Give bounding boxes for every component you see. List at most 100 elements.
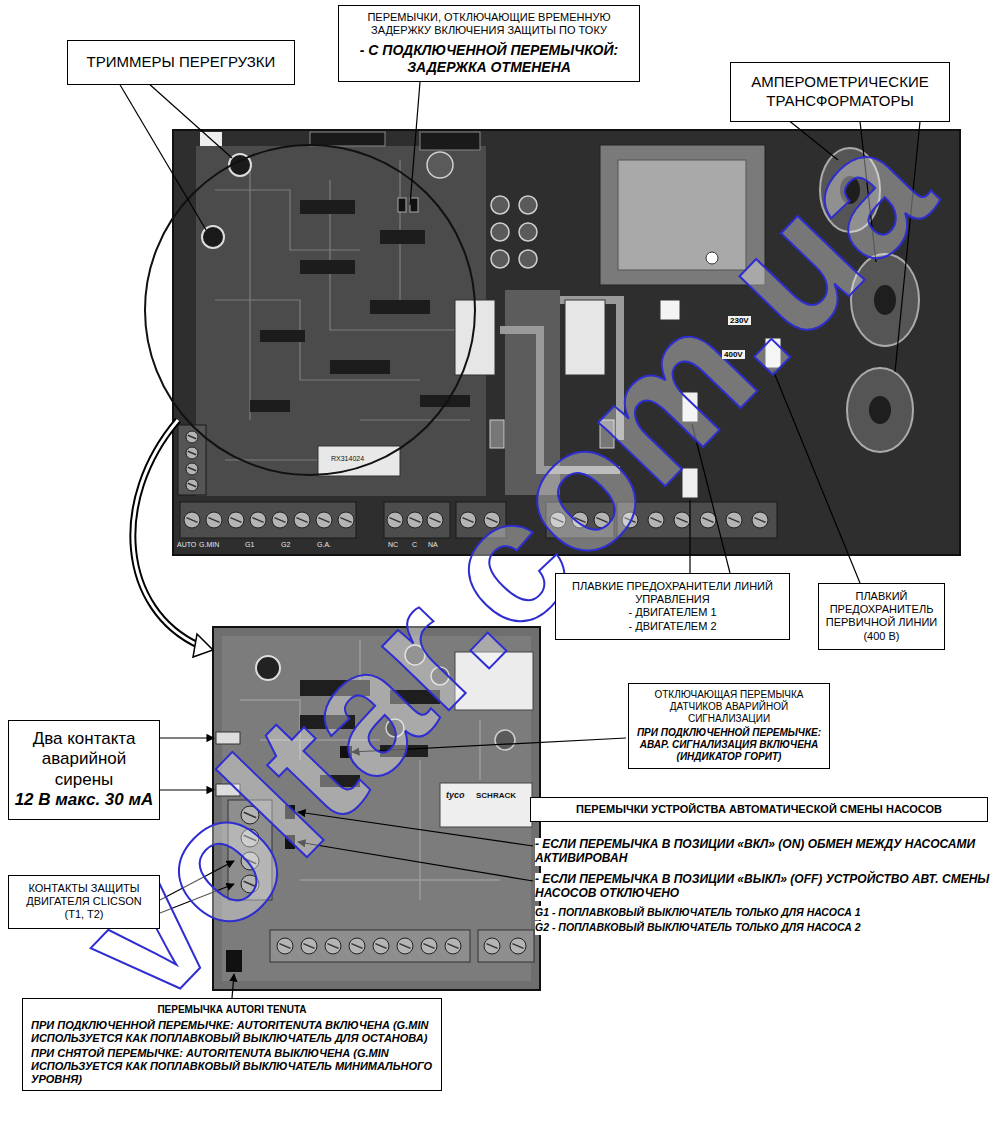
callout-text: ТРИММЕРЫ ПЕРЕГРУЗКИ [76,53,286,72]
terminal-screws-part [486,944,497,949]
terminal-screws-part [495,730,515,750]
zoom-circle-and-arrow-part [145,145,475,475]
terminal-screws-part [186,479,198,491]
terminal-screws-part [340,518,351,523]
main-board-photo-part [215,160,470,460]
terminal-screws-part [373,938,389,954]
callout-text: (T1, T2) [14,908,154,921]
board-marking: SCHRACK [476,791,516,800]
board-marking: NC [387,541,399,548]
terminal-screws-part [230,518,241,523]
terminal-screws-part [397,938,413,954]
callout-text: КОНТАКТЫ ЗАЩИТЫ ДВИГАТЕЛЯ CLICSON [14,882,154,908]
main-board-photo-part [300,260,355,274]
terminal-screws-part [208,518,219,523]
terminal-screws-part [387,512,403,528]
terminal-screws-part [274,518,285,523]
terminal-screws-part [752,512,768,528]
terminal-screws-part [228,512,244,528]
leader-line [410,82,420,205]
main-board-photo-part [398,198,406,212]
note-text: G2 - ПОПЛАВКОВЫЙ ВЫКЛЮЧАТЕЛЬ ТОЛЬКО ДЛЯ … [535,921,990,935]
terminal-screws-part [250,512,266,528]
leader-line [150,85,232,158]
terminal-screws-part [375,944,386,949]
main-board-photo-part [180,502,356,538]
inset-board-photo-part [270,930,470,962]
callout-box: ПЛАВКИЙ ПРЕДОХРАНИТЕЛЬ ПЕРВИЧНОЙ ЛИНИИ(4… [818,583,945,650]
callout-text: ПЕРЕМЫЧКИ, ОТКЛЮЧАЮЩИЕ ВРЕМЕННУЮ ЗАДЕРЖК… [347,11,631,37]
terminal-screws-part [186,463,198,475]
board-marking: RX314024 [330,455,365,462]
terminal-screws-part [427,152,453,178]
terminal-screws-part [484,938,500,954]
callout-box: КОНТАКТЫ ЗАЩИТЫ ДВИГАТЕЛЯ CLICSON(T1, T2… [8,875,160,929]
inset-board-photo-part [478,930,534,962]
terminal-screws-part [491,250,509,268]
terminal-screws-part [728,518,739,523]
main-board-photo-part [196,146,486,496]
main-board-photo-part [420,132,480,150]
callout-text: ПРИ ПОДКЛЮЧЕННОЙ ПЕРЕМЫЧКЕ: AUTORITENUTA… [31,1019,433,1044]
callout-text: ПЛАВКИЕ ПРЕДОХРАНИТЕЛИ ЛИНИЙ УПРАВЛЕНИЯ [562,580,783,606]
main-board-photo-part [310,132,385,146]
terminal-screws-part [754,518,765,523]
terminal-screws-part [351,944,362,949]
board-marking: G.MIN [198,541,220,548]
note-text: - ЕСЛИ ПЕРЕМЫЧКА В ПОЗИЦИИ «ВЫКЛ» (OFF) … [535,873,990,901]
terminal-screws-part [294,512,310,528]
terminal-screws-part [399,944,410,949]
inset-board-photo-part [440,783,532,827]
zoom-circle-and-arrow-part [193,634,213,657]
terminal-screws-part [188,435,196,439]
terminal-screws-part [491,223,509,241]
terminal-screws-part [184,512,200,528]
board-marking: AUTO [176,541,197,548]
callout-text: - ДВИГАТЕЛЕМ 2 [562,620,783,633]
terminal-screws-part [206,512,222,528]
terminal-screws-part [702,518,713,523]
callout-box: ОТКЛЮЧАЮЩАЯ ПЕРЕМЫЧКА ДАТЧИКОВ АВАРИЙНОЙ… [628,683,830,769]
main-board-photo-part [318,446,400,476]
terminal-screws-part [252,518,263,523]
callout-box: Два контакта аварийной сирены12 В макс. … [8,720,160,820]
terminal-screws-part [186,447,198,459]
terminal-screws-part [325,938,341,954]
terminal-screws-part [512,944,523,949]
board-marking: tyco [446,790,465,800]
callout-box: ПЕРЕМЫЧКИ УСТРОЙСТВА АВТОМАТИЧЕСКОЙ СМЕН… [530,797,988,822]
terminal-screws-part [303,944,314,949]
terminal-screws-part [327,944,338,949]
callout-text: АМПЕРОМЕТРИЧЕСКИЕ ТРАНСФОРМАТОРЫ [737,73,943,111]
callout-text: Два контакта аварийной сирены [14,729,154,790]
terminal-screws-part [519,223,537,241]
leader-line [120,85,206,230]
terminal-screws-part [296,518,307,523]
note-text: - ЕСЛИ ПЕРЕМЫЧКА В ПОЗИЦИИ «ВКЛ» (ON) ОБ… [535,838,990,866]
callout-text: 12 В макс. 30 мА [14,790,154,810]
terminal-screws-part [447,944,458,949]
leader-line [689,500,690,573]
leader-line [232,974,234,998]
terminal-screws-part [279,944,290,949]
zoom-circle-and-arrow-part [133,420,200,646]
main-board-photo-part [869,396,891,424]
leader-line [773,370,860,583]
terminal-screws-part [726,512,742,528]
callout-text: (400 В) [823,630,940,643]
callout-text: - С ПОДКЛЮЧЕННОЙ ПЕРЕМЫЧКОЙ: ЗАДЕРЖКА ОТ… [347,42,631,76]
main-board-photo-part [250,400,290,412]
terminal-screws-part [519,196,537,214]
main-board-photo-part [300,200,355,214]
callout-box: АМПЕРОМЕТРИЧЕСКИЕ ТРАНСФОРМАТОРЫ [730,62,950,122]
board-marking: G.A. [316,541,332,548]
terminal-screws-part [188,467,196,471]
terminal-screws-part [389,518,400,523]
callout-text: ПЕРЕМЫЧКИ УСТРОЙСТВА АВТОМАТИЧЕСКОЙ СМЕН… [537,803,981,816]
callout-box: ПЛАВКИЕ ПРЕДОХРАНИТЕЛИ ЛИНИЙ УПРАВЛЕНИЯ -… [555,573,790,640]
terminal-screws-part [316,512,332,528]
callout-box: ПЕРЕМЫЧКА AUTORI TENUTAПРИ ПОДКЛЮЧЕННОЙ … [22,998,442,1091]
terminal-screws-part [188,483,196,487]
leader-line [160,737,214,738]
callout-text: ПРИ ПОДКЛЮЧЕННОЙ ПЕРЕМЫЧКЕ: АВАР. СИГНАЛ… [635,727,823,763]
